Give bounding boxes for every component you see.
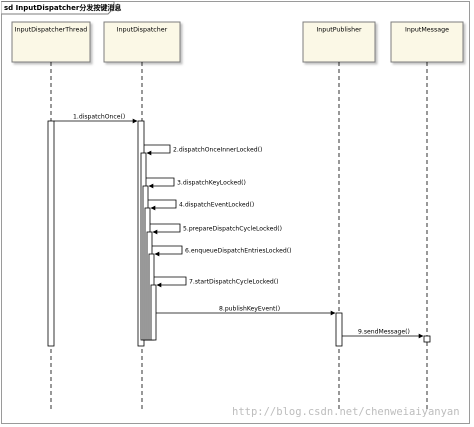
message-arrow-6	[152, 245, 183, 257]
activation-message	[423, 335, 431, 343]
message-arrow-5	[150, 223, 181, 235]
message-arrow-3	[146, 177, 175, 189]
activation-publisher	[335, 312, 343, 347]
message-label-9: 9.sendMessage()	[358, 329, 410, 336]
lifeline-label-dispatcher: InputDispatcher	[117, 27, 168, 34]
frame-title: sd InputDispatcher分发按键消息	[4, 3, 121, 12]
lifeline-label-publisher: InputPublisher	[316, 27, 362, 34]
message-label-2: 2.dispatchOnceInnerLocked()	[173, 147, 262, 154]
message-label-5: 5.prepareDispatchCycleLocked()	[183, 226, 282, 233]
lifeline-label-message: InputMessage	[405, 27, 449, 34]
lifeline-head-thread[interactable]	[11, 21, 91, 63]
frame-tab	[1, 1, 115, 15]
lifeline-head-message[interactable]	[390, 21, 464, 63]
message-label-8: 8.publishKeyEvent()	[219, 306, 280, 313]
activation-dispatcher-7	[150, 284, 157, 341]
message-label-1: 1.dispatchOnce()	[73, 114, 125, 121]
message-label-3: 3.dispatchKeyLocked()	[177, 180, 246, 187]
message-arrow-2	[144, 144, 171, 156]
watermark: http://blog.csdn.net/chenweiaiyanyan	[232, 406, 460, 418]
message-label-6: 6.enqueueDispatchEntriesLocked()	[185, 248, 292, 255]
message-arrow-4	[148, 199, 177, 211]
message-label-7: 7.startDispatchCycleLocked()	[189, 279, 278, 286]
message-arrow-7	[154, 276, 187, 288]
message-label-4: 4.dispatchEventLocked()	[179, 202, 254, 209]
lifeline-label-thread: InputDispatcherThread	[15, 27, 87, 34]
lifeline-head-publisher[interactable]	[302, 21, 376, 63]
activation-thread	[47, 120, 55, 347]
